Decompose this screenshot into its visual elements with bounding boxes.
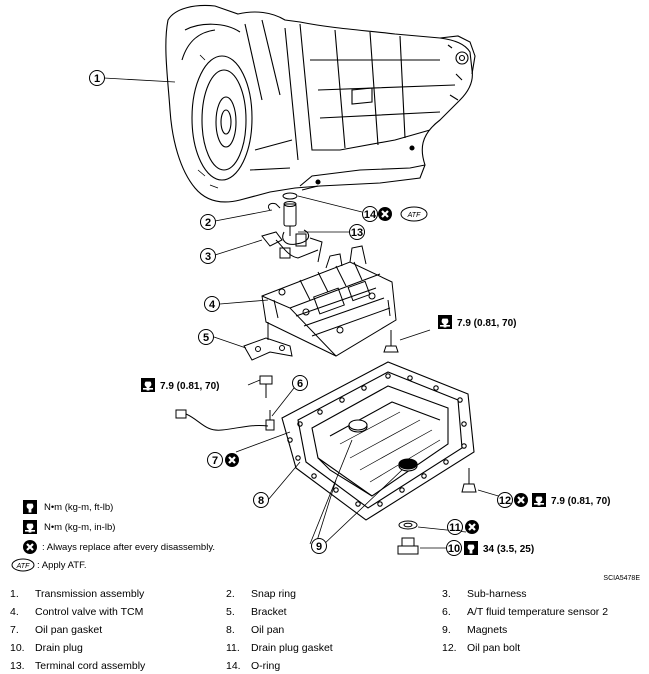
svg-text:12: 12 (499, 495, 511, 507)
callout-10: 10 (446, 540, 462, 556)
callout-12: 12 (497, 492, 513, 508)
svg-text:4: 4 (209, 299, 216, 311)
tcm-bolt-drawing (259, 375, 273, 398)
replace-icon (512, 491, 530, 509)
callout-3: 3 (200, 248, 216, 264)
replace-icon (463, 518, 481, 536)
exploded-view-diagram: 1 2 3 4 5 6 7 8 9 10 11 12 13 14 ATF 7.9… (11, 4, 640, 582)
figure-code: SCIA5478E (603, 575, 640, 582)
torque-wrench-icon (438, 315, 452, 329)
svg-text:8: 8 (258, 495, 264, 507)
torque-wrench-icon (464, 541, 478, 555)
callout-4: 4 (204, 296, 220, 312)
callout-2: 2 (200, 214, 216, 230)
svg-text:7: 7 (212, 455, 218, 467)
callout-14: 14 (362, 206, 378, 222)
tcm-bolt-torque: 7.9 (0.81, 70) (160, 381, 219, 392)
fluid-temperature-sensor-drawing (175, 409, 275, 431)
legend: N•m (kg-m, ft-lb) N•m (kg-m, in-lb) : Al… (11, 500, 215, 572)
replace-icon (223, 451, 241, 469)
control-valve-bolt-drawing (383, 330, 399, 353)
svg-text:1: 1 (94, 73, 100, 85)
transmission-assembly-drawing (165, 4, 476, 203)
callout-5: 5 (198, 329, 214, 345)
drain-plug-gasket-drawing (398, 520, 418, 530)
drain-plug-torque: 34 (3.5, 25) (483, 544, 534, 555)
parts-list: 1.Transmission assembly 2.Snap ring 3.Su… (10, 588, 609, 672)
svg-text:3: 3 (205, 251, 211, 263)
callout-7: 7 (207, 452, 223, 468)
legend-ftlb: N•m (kg-m, ft-lb) (44, 502, 113, 513)
callout-8: 8 (253, 492, 269, 508)
svg-text:ATF: ATF (16, 563, 30, 570)
torque-ftlb-icon (23, 500, 37, 514)
callout-1: 1 (89, 70, 105, 86)
drain-plug-drawing (397, 537, 419, 555)
oil-pan-drawing (281, 361, 475, 521)
replace-icon (376, 205, 394, 223)
control-valve-drawing (261, 245, 397, 357)
apply-atf-icon: ATF (400, 206, 428, 222)
torque-wrench-icon (141, 378, 155, 392)
legend-replace: : Always replace after every disassembly… (42, 542, 215, 553)
callout-11: 11 (447, 519, 463, 535)
torque-wrench-icon (532, 493, 546, 507)
replace-icon (21, 538, 39, 556)
svg-text:9: 9 (316, 541, 322, 553)
legend-apply-atf: : Apply ATF. (37, 560, 86, 571)
legend-inlb: N•m (kg-m, in-lb) (44, 522, 115, 533)
svg-text:5: 5 (203, 332, 209, 344)
callout-6: 6 (292, 375, 308, 391)
oil-pan-bolt-torque: 7.9 (0.81, 70) (551, 496, 610, 507)
svg-text:13: 13 (351, 227, 363, 239)
callout-13: 13 (349, 224, 365, 240)
svg-text:10: 10 (448, 543, 460, 555)
svg-text:ATF: ATF (407, 212, 421, 219)
apply-atf-icon: ATF (11, 558, 35, 572)
leader-lines (103, 77, 513, 549)
bracket-drawing (243, 322, 293, 361)
callout-9: 9 (311, 538, 327, 554)
terminal-cord-assembly-drawing (267, 192, 310, 245)
svg-text:6: 6 (297, 378, 303, 390)
oil-pan-bolt-drawing (461, 468, 477, 493)
torque-inlb-icon (23, 520, 37, 534)
svg-text:2: 2 (205, 217, 211, 229)
control-valve-bolt-torque: 7.9 (0.81, 70) (457, 318, 516, 329)
sub-harness-drawing (261, 231, 323, 263)
svg-text:11: 11 (449, 522, 461, 534)
svg-text:14: 14 (364, 209, 377, 221)
